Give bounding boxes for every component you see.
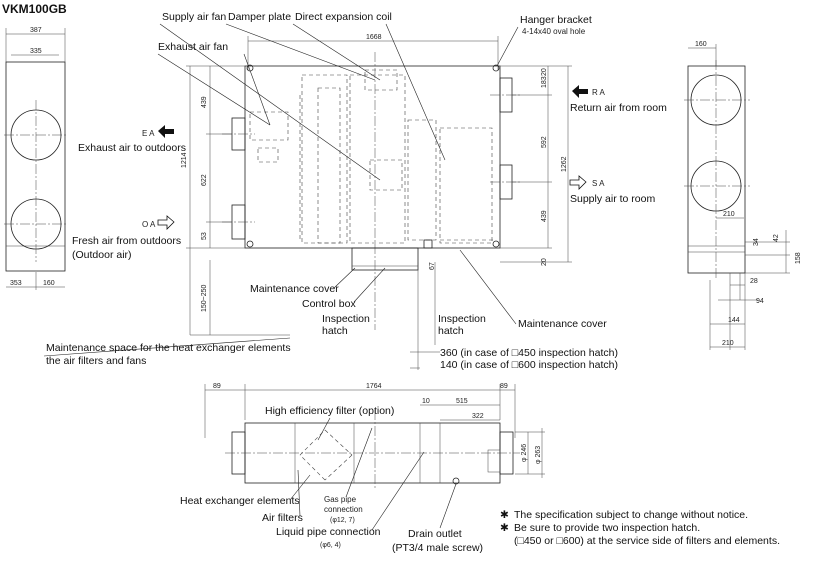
dim-53: 53 — [201, 232, 208, 240]
label-sa-code: S A — [592, 179, 605, 188]
damper-plate-outline — [364, 69, 398, 91]
ea-arrow-icon — [158, 125, 174, 138]
label-exhaust-air-fan: Exhaust air fan — [158, 41, 228, 53]
dim-160-left: 160 — [43, 280, 55, 287]
heat-exchanger-dashed — [301, 74, 348, 244]
plan-view-annotations: High efficiency filter (option) Heat exc… — [180, 405, 780, 554]
dim-67: 67 — [429, 262, 436, 270]
drawing-title: VKM100GB — [2, 2, 67, 16]
label-drain-outlet: Drain outlet — [408, 528, 462, 540]
note-mark-1: ✱ — [500, 509, 509, 521]
dim-183: 183 — [541, 76, 548, 88]
label-dim-140: 140 (in case of □600 inspection hatch) — [440, 359, 618, 371]
label-control-box: Control box — [302, 298, 356, 310]
sa-arrow-icon — [569, 175, 587, 190]
right-side-view: 160 210 34 42 158 28 94 144 210 — [684, 41, 802, 350]
front-view-annotations: Supply air fan Damper plate Direct expan… — [43, 11, 667, 371]
label-direct-expansion-coil: Direct expansion coil — [295, 11, 392, 23]
dim-592: 592 — [541, 136, 548, 148]
exhaust-fan-outline — [249, 111, 289, 141]
dim-94: 94 — [756, 298, 764, 305]
dim-160-right: 160 — [695, 41, 707, 48]
dim-210-upper: 210 — [723, 211, 735, 218]
label-exhaust-air-to-outdoors: Exhaust air to outdoors — [78, 142, 186, 154]
label-heat-exchanger-elements: Heat exchanger elements — [180, 495, 300, 507]
label-liquid-pipe: Liquid pipe connection — [276, 526, 381, 538]
dim-20-top: 20 — [541, 68, 548, 76]
label-damper-plate: Damper plate — [228, 11, 291, 23]
dim-1764: 1764 — [366, 383, 382, 390]
label-air-filters: Air filters — [262, 512, 303, 524]
label-outdoor-air: (Outdoor air) — [72, 249, 132, 261]
dim-89-left: 89 — [213, 383, 221, 390]
right-view-body — [687, 65, 746, 274]
label-hanger-spec: 4-14x40 oval hole — [522, 27, 586, 36]
dim-335: 335 — [30, 48, 42, 55]
label-return-air-from-room: Return air from room — [570, 102, 667, 114]
dim-34: 34 — [753, 238, 760, 246]
hanger-bracket-hole — [492, 64, 500, 72]
dim-353: 353 — [10, 280, 22, 287]
dim-phi-246: φ 246 — [521, 444, 528, 462]
label-drain-outlet-spec: (PT3/4 male screw) — [392, 542, 483, 554]
dim-1668: 1668 — [366, 34, 382, 41]
label-maintenance-cover-right: Maintenance cover — [518, 318, 607, 330]
label-inspection-right: Inspection — [438, 313, 486, 325]
label-ea-code: E A — [142, 129, 155, 138]
label-liquid-pipe-2: (φ6, 4) — [320, 542, 341, 549]
dim-322: 322 — [472, 413, 484, 420]
label-maintenance-space-2: the air filters and fans — [46, 355, 146, 367]
front-view: 1668 — [181, 34, 572, 370]
dim-158: 158 — [795, 252, 802, 264]
dim-150-250: 150~250 — [201, 284, 208, 312]
label-gas-pipe-3: (φ12, 7) — [330, 517, 355, 524]
note-1: The specification subject to change with… — [514, 509, 748, 521]
label-inspection-left: Inspection — [322, 313, 370, 325]
dim-20-bottom: 20 — [541, 258, 548, 266]
note-3: (□450 or □600) at the service side of fi… — [514, 535, 780, 547]
dim-1262: 1262 — [561, 156, 568, 172]
note-2: Be sure to provide two inspection hatch. — [514, 522, 700, 534]
dim-210-lower: 210 — [722, 340, 734, 347]
label-hatch-right: hatch — [438, 325, 464, 337]
label-hanger-bracket: Hanger bracket — [520, 14, 592, 26]
label-supply-air-to-room: Supply air to room — [570, 193, 655, 205]
label-fresh-air-from-outdoors: Fresh air from outdoors — [72, 235, 181, 247]
dim-387: 387 — [30, 27, 42, 34]
label-dim-360: 360 (in case of □450 inspection hatch) — [440, 347, 618, 359]
label-high-efficiency-filter: High efficiency filter (option) — [265, 405, 394, 417]
dim-1214: 1214 — [181, 152, 188, 168]
label-gas-pipe-2: connection — [324, 505, 363, 514]
dim-515: 515 — [456, 398, 468, 405]
note-mark-2: ✱ — [500, 522, 509, 534]
left-side-view: 387 335 353 160 — [4, 27, 68, 290]
label-oa-code: O A — [142, 220, 156, 229]
label-gas-pipe-1: Gas pipe — [324, 495, 357, 504]
dim-622: 622 — [201, 174, 208, 186]
ra-arrow-icon — [572, 85, 588, 98]
label-maintenance-cover-left: Maintenance cover — [250, 283, 339, 295]
dim-28: 28 — [750, 278, 758, 285]
left-view-body — [5, 61, 66, 272]
plan-view: 89 1764 89 10 515 322 φ 246 φ — [204, 383, 545, 490]
oa-arrow-icon — [157, 215, 175, 230]
dim-144: 144 — [728, 317, 740, 324]
label-ra-code: R A — [592, 88, 606, 97]
dim-42: 42 — [773, 234, 780, 242]
dim-89-right: 89 — [500, 383, 508, 390]
label-maintenance-space-1: Maintenance space for the heat exchanger… — [46, 342, 291, 354]
label-supply-air-fan: Supply air fan — [162, 11, 226, 23]
label-hatch-left: hatch — [322, 325, 348, 337]
dim-phi-263: φ 263 — [535, 446, 542, 464]
dim-439-right: 439 — [541, 210, 548, 222]
main-casing — [244, 65, 501, 249]
control-box — [351, 247, 419, 271]
supply-fan-outline — [369, 159, 403, 191]
dim-439-left: 439 — [201, 96, 208, 108]
dim-10: 10 — [422, 398, 430, 405]
